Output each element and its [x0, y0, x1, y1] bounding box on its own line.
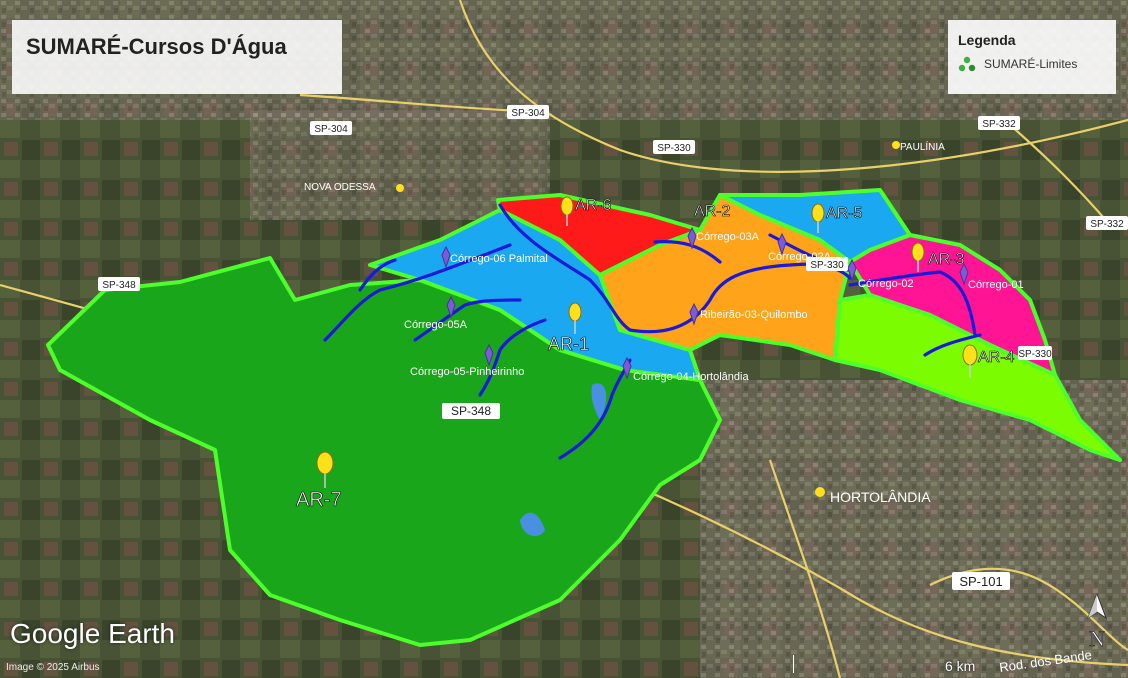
svg-text:Ribeirão-03-Quilombo: Ribeirão-03-Quilombo — [700, 309, 808, 321]
scale-label: 6 km — [945, 658, 976, 674]
page-title: SUMARÉ-Cursos D'Água — [26, 34, 287, 59]
region-ar-7[interactable] — [46, 256, 722, 647]
svg-text:PAULÍNIA: PAULÍNIA — [900, 140, 945, 153]
svg-text:Córrego-06 Palmital: Córrego-06 Palmital — [450, 253, 548, 265]
svg-text:NOVA ODESSA: NOVA ODESSA — [304, 182, 376, 193]
stream-marker[interactable] — [687, 226, 697, 250]
road-labels: SP-348 SP-348 SP-304 SP-304 SP-330 SP-33… — [98, 105, 1128, 675]
region-labels: AR-1 AR-2 AR-3 AR-4 AR-5 AR-6 AR-7 — [296, 197, 1015, 512]
stream-marker[interactable] — [446, 295, 456, 319]
svg-text:HORTOLÂNDIA: HORTOLÂNDIA — [830, 489, 931, 505]
north-arrow-icon[interactable]: N — [1082, 592, 1112, 654]
svg-text:AR-6: AR-6 — [575, 197, 612, 214]
stream-marker[interactable] — [441, 245, 451, 269]
svg-text:Córrego-02: Córrego-02 — [858, 278, 914, 290]
sumare-boundary[interactable] — [46, 188, 1122, 647]
stream-marker[interactable] — [777, 232, 787, 256]
stream-marker[interactable] — [847, 258, 857, 282]
lake — [520, 512, 545, 536]
legend-item[interactable]: SUMARÉ-Limites — [958, 56, 1106, 72]
road-shield: SP-332 — [1086, 216, 1128, 230]
svg-text:SP-304: SP-304 — [314, 124, 348, 135]
legend-item-label: SUMARÉ-Limites — [984, 57, 1078, 71]
svg-text:SP-304: SP-304 — [511, 108, 545, 119]
svg-text:SP-330: SP-330 — [657, 143, 691, 154]
scale-bar — [793, 655, 794, 673]
imagery-credit: Image © 2025 Airbus — [6, 662, 100, 673]
pushpin-icon[interactable] — [316, 196, 978, 488]
svg-text:SP-332: SP-332 — [1090, 219, 1124, 230]
legend-heading: Legenda — [958, 32, 1016, 48]
region-pins[interactable]: AR-1 AR-2 AR-3 AR-4 AR-5 AR-6 AR-7 — [296, 196, 1015, 512]
map-title-panel: SUMARÉ-Cursos D'Água — [12, 20, 342, 94]
svg-text:AR-2: AR-2 — [694, 203, 731, 220]
svg-text:Córrego-05-Pinheirinho: Córrego-05-Pinheirinho — [410, 366, 524, 378]
svg-text:SP-348: SP-348 — [451, 404, 491, 418]
region-ar-4[interactable] — [833, 293, 1122, 462]
svg-text:SP-332: SP-332 — [982, 119, 1016, 130]
svg-text:AR-5: AR-5 — [826, 205, 863, 222]
google-earth-logo: Google Earth — [10, 618, 175, 649]
stream-marker[interactable] — [959, 262, 969, 286]
legend-panel[interactable]: Legenda SUMARÉ-Limites — [948, 20, 1116, 94]
svg-text:SP-330: SP-330 — [810, 260, 844, 271]
stream-marker[interactable] — [484, 343, 494, 367]
svg-text:AR-4: AR-4 — [978, 349, 1015, 366]
stream-marker[interactable] — [622, 356, 632, 380]
svg-text:Córrego-03A: Córrego-03A — [696, 231, 760, 243]
road-shield: SP-332 — [978, 116, 1020, 130]
polygon-layer-icon — [958, 56, 976, 72]
road-shield: SP-330 — [806, 257, 848, 271]
svg-text:Córrego-01: Córrego-01 — [968, 279, 1024, 291]
lake — [591, 383, 607, 420]
road-shield: SP-348 — [442, 403, 500, 419]
region-ar-2[interactable] — [598, 193, 852, 362]
road-shield: SP-348 — [98, 277, 140, 291]
svg-text:SP-348: SP-348 — [102, 280, 136, 291]
svg-text:Córrego-02A: Córrego-02A — [768, 251, 832, 263]
svg-text:AR-1: AR-1 — [548, 334, 589, 354]
svg-text:Córrego-04-Hortolândia: Córrego-04-Hortolândia — [633, 371, 749, 383]
stream-marker[interactable] — [689, 302, 699, 326]
svg-text:SP-330: SP-330 — [1018, 349, 1052, 360]
stream-labels: Córrego-06 Palmital Córrego-05A Córrego-… — [404, 231, 1024, 383]
road-shield: SP-330 — [1018, 346, 1052, 360]
place-pins — [396, 141, 900, 497]
compass-label: N — [1089, 626, 1105, 651]
place-labels: NOVA ODESSA PAULÍNIA HORTOLÂNDIA — [304, 140, 945, 505]
road-shield: SP-101 — [952, 572, 1010, 590]
svg-text:AR-3: AR-3 — [928, 251, 965, 268]
svg-text:SP-101: SP-101 — [959, 574, 1002, 589]
svg-text:Córrego-05A: Córrego-05A — [404, 319, 468, 331]
road-shield: SP-304 — [310, 121, 352, 135]
stream-markers[interactable] — [441, 226, 969, 380]
road-shield: SP-330 — [653, 140, 695, 154]
road-shield: SP-304 — [507, 105, 549, 119]
svg-text:AR-7: AR-7 — [296, 489, 342, 511]
